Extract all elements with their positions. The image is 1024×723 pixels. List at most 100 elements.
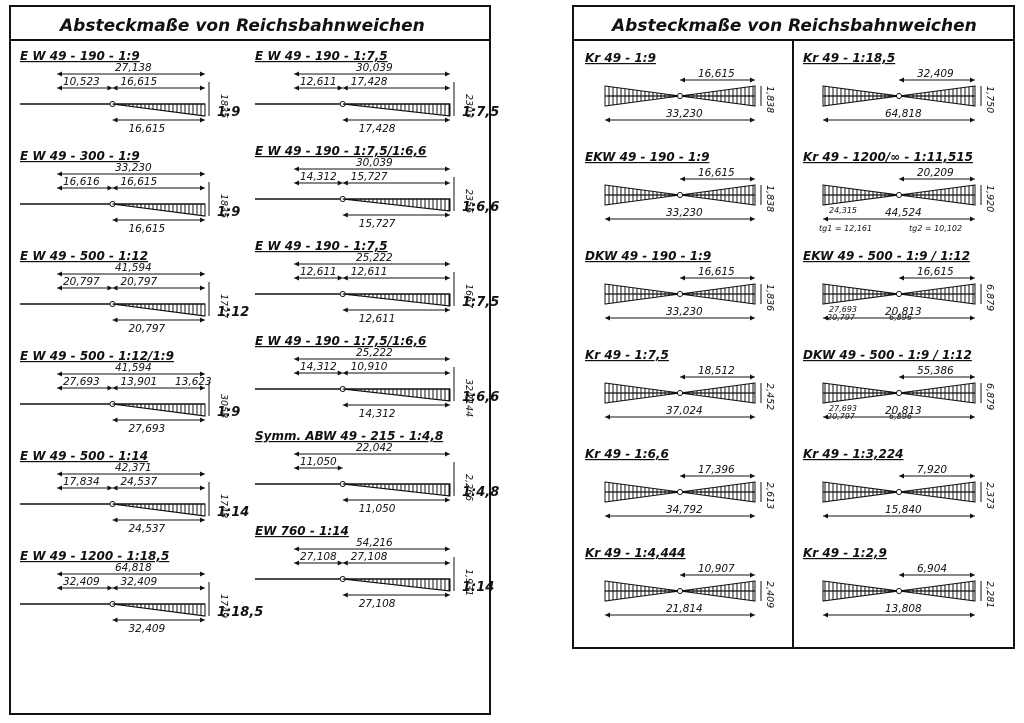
top-dimension-label: 16,615	[917, 266, 954, 278]
dimension-a-line-arrow-start	[294, 85, 299, 91]
bottom-dimension-label: 15,727	[359, 218, 396, 230]
turnout-title: E W 49 - 1200 - 1:18,5	[20, 549, 169, 563]
crossing-diagram: EKW 49 - 500 - 1:9 / 1:1216,61527,69320,…	[803, 249, 995, 322]
top-dimension-line-arrow-start	[899, 77, 904, 83]
side-dimension-label: 2,613	[764, 482, 775, 509]
crossing-title: Kr 49 - 1200/∞ - 1:11,515	[803, 150, 973, 164]
bottom-dimension-label: 20,797	[129, 323, 166, 335]
crossing-center-marker	[896, 192, 902, 198]
top-dimension-line-arrow-start	[680, 572, 685, 578]
total-dimension-line-arrow-end	[445, 71, 450, 77]
top-dimension-label: 6,904	[917, 563, 947, 575]
dimension-a-line-arrow-end	[107, 485, 113, 491]
total-dimension-line-arrow-end	[200, 371, 205, 377]
bottom-dimension-line-arrow-start	[112, 117, 118, 123]
total-dimension-label: 25,222	[356, 252, 393, 264]
bottom-dimension-label: 33,230	[666, 108, 703, 120]
dimension-a-label: 27,108	[300, 551, 337, 563]
top-dimension-line-arrow-start	[680, 473, 685, 479]
diverging-track-line	[112, 403, 206, 417]
side-dimension-label: 1,920	[984, 185, 995, 212]
ratio-label: 1:6,6	[462, 390, 499, 405]
dimension-b-line-arrow-end	[445, 275, 450, 281]
bottom-dimension-line-arrow-end	[970, 216, 975, 222]
side-dimension-label: 1835	[218, 94, 229, 118]
bottom-dimension-line-arrow-end	[445, 212, 450, 218]
bottom-dimension-line-arrow-end	[200, 517, 205, 523]
dimension-a-line-arrow-start	[294, 560, 299, 566]
dimension-b-label: 20,797	[121, 276, 158, 288]
total-dimension-label: 54,216	[356, 537, 393, 549]
dimension-a-line-arrow-start	[57, 385, 62, 391]
dimension-a-label: 10,523	[63, 76, 100, 88]
total-dimension-line-arrow-start	[294, 451, 299, 457]
top-dimension-line-arrow-end	[970, 572, 975, 578]
bottom-dimension-label: 16,615	[129, 123, 166, 135]
bottom-dimension-label: 27,693	[129, 423, 166, 435]
dimension-b-line-arrow-start	[112, 185, 118, 191]
bottom-dimension-line-arrow-start	[112, 217, 118, 223]
diverging-track-line	[342, 578, 451, 592]
side-dimension-label: 1,838	[764, 86, 775, 113]
dimension-b-line-arrow-end	[445, 560, 450, 566]
dimension-b-label: 12,611	[351, 266, 388, 278]
dimension-b-line-arrow-start	[112, 85, 118, 91]
bottom-dimension-line-arrow-end	[750, 117, 755, 123]
dimension-a-label: 12,611	[300, 76, 337, 88]
bottom-dimension-line-arrow-start	[342, 212, 348, 218]
crossing-title: DKW 49 - 500 - 1:9 / 1:12	[803, 348, 972, 362]
ratio-label: 1:9	[217, 205, 240, 220]
ratio-label: 1:7,5	[462, 295, 499, 310]
total-dimension-line-arrow-start	[57, 471, 62, 477]
crossing-title: Kr 49 - 1:4,444	[585, 546, 686, 560]
dimension-b-line-arrow-start	[342, 560, 348, 566]
top-dimension-line-arrow-start	[680, 374, 685, 380]
side-dimension-label: 2,373	[984, 482, 995, 509]
side-dimension-label: 6,879	[984, 383, 995, 410]
turnout-title: E W 49 - 190 - 1:9	[20, 49, 140, 63]
bottom-dimension-label: 16,615	[129, 223, 166, 235]
total-dimension-line-arrow-start	[294, 356, 299, 362]
turnout-title: E W 49 - 190 - 1:7,5	[255, 49, 388, 63]
dimension-c-label: 13,623	[175, 376, 212, 388]
dimension-b-line-arrow-start	[342, 180, 348, 186]
tangent-1-label: tg1 = 12,161	[819, 224, 872, 233]
crossing-center-marker	[677, 93, 683, 99]
turnout-title: E W 49 - 190 - 1:7,5	[255, 239, 388, 253]
bottom-dimension-line-arrow-start	[605, 612, 610, 618]
ratio-label: 1:14	[217, 505, 249, 520]
dimension-b-label: 13,901	[121, 376, 158, 388]
crossing-title: Kr 49 - 1:6,6	[585, 447, 669, 461]
dimension-a-line-arrow-end	[337, 370, 343, 376]
ratio-label: 1:14	[462, 580, 494, 595]
top-dimension-label: 20,209	[917, 167, 954, 179]
dimension-a-label: 11,050	[300, 456, 337, 468]
bottom-dimension-label: 14,312	[359, 408, 396, 420]
bottom-dimension-label: 34,792	[666, 504, 703, 516]
dimension-b-line-arrow-end	[200, 285, 205, 291]
diverging-track-line	[112, 503, 206, 517]
dimension-a-label: 32,409	[63, 576, 100, 588]
bottom-dimension-line-arrow-start	[823, 612, 828, 618]
bottom-dimension-line-arrow-start	[342, 117, 348, 123]
top-dimension-line-arrow-start	[899, 374, 904, 380]
total-dimension-label: 30,039	[356, 157, 393, 169]
bottom-dimension-line-arrow-end	[970, 513, 975, 519]
crossing-title: Kr 49 - 1:18,5	[803, 51, 895, 65]
top-dimension-label: 16,615	[698, 167, 735, 179]
bottom-dimension-line-arrow-end	[200, 117, 205, 123]
total-dimension-line-arrow-end	[200, 171, 205, 177]
side-dimension-label-2: 2144	[463, 393, 474, 417]
crossing-center-marker	[896, 93, 902, 99]
bottom-dimension-label: 15,840	[885, 504, 922, 516]
dimension-a-line-arrow-end	[337, 560, 343, 566]
bottom-dimension-label: 20,813	[885, 405, 922, 417]
bottom-dimension-line-arrow-start	[605, 513, 610, 519]
crossing-center-marker	[896, 588, 902, 594]
bottom-dimension-line-arrow-end	[970, 414, 975, 420]
